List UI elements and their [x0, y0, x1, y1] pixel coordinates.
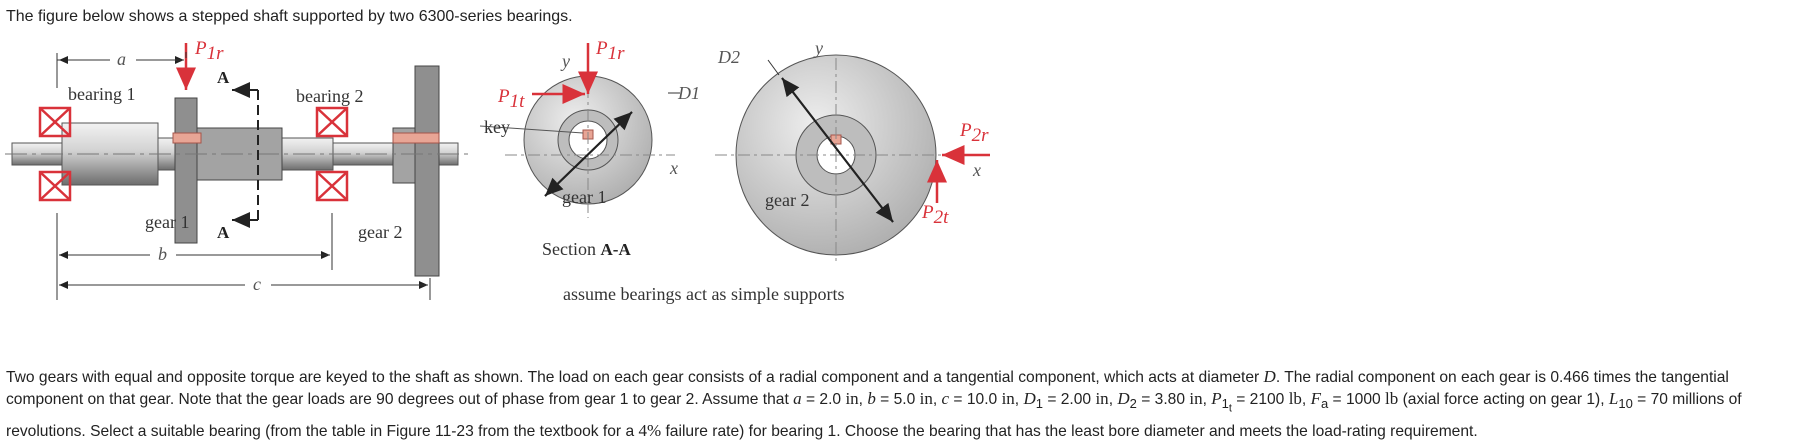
p1r-label-side: P1r — [194, 38, 224, 64]
dim-a-label: a — [117, 49, 126, 69]
bearing1-symbol — [38, 106, 72, 202]
section-view — [479, 43, 680, 218]
bearing2-label: bearing 2 — [296, 86, 363, 106]
gear2-view-label: gear 2 — [765, 190, 809, 210]
x-label-gear2: x — [972, 160, 981, 180]
p2t-label: P2t — [921, 202, 949, 228]
key-label: key — [484, 117, 510, 137]
section-A-top: A — [217, 68, 230, 87]
gear1-label: gear 1 — [145, 212, 189, 232]
problem-statement: Two gears with equal and opposite torque… — [6, 367, 1742, 440]
section-A-bottom: A — [217, 223, 230, 242]
dim-c-label: c — [253, 274, 261, 294]
x-label-section: x — [669, 158, 678, 178]
section-title: Section A-A — [542, 239, 631, 259]
dim-b-label: b — [158, 244, 167, 264]
note-label: assume bearings act as simple supports — [563, 284, 844, 304]
intro-text: The figure below shows a stepped shaft s… — [6, 8, 573, 25]
bearing2-symbol — [315, 106, 349, 202]
p1t-label: P1t — [497, 86, 525, 112]
gear2-side — [414, 65, 440, 277]
d1-label: D1 — [677, 83, 700, 103]
shaft-figure: a b c bearing 1 bearing 2 gear 1 gear 2 … — [5, 38, 990, 304]
y-label-gear2: y — [813, 38, 823, 58]
gear1-section-label: gear 1 — [562, 187, 606, 207]
gear2-view — [715, 54, 990, 263]
y-label-section: y — [560, 51, 570, 71]
shaft-side-view — [5, 43, 470, 300]
gear2-label: gear 2 — [358, 222, 402, 242]
d2-label: D2 — [717, 47, 740, 67]
bearing1-label: bearing 1 — [68, 84, 135, 104]
p2r-label: P2r — [959, 120, 989, 146]
p1r-label-section: P1r — [595, 38, 625, 64]
